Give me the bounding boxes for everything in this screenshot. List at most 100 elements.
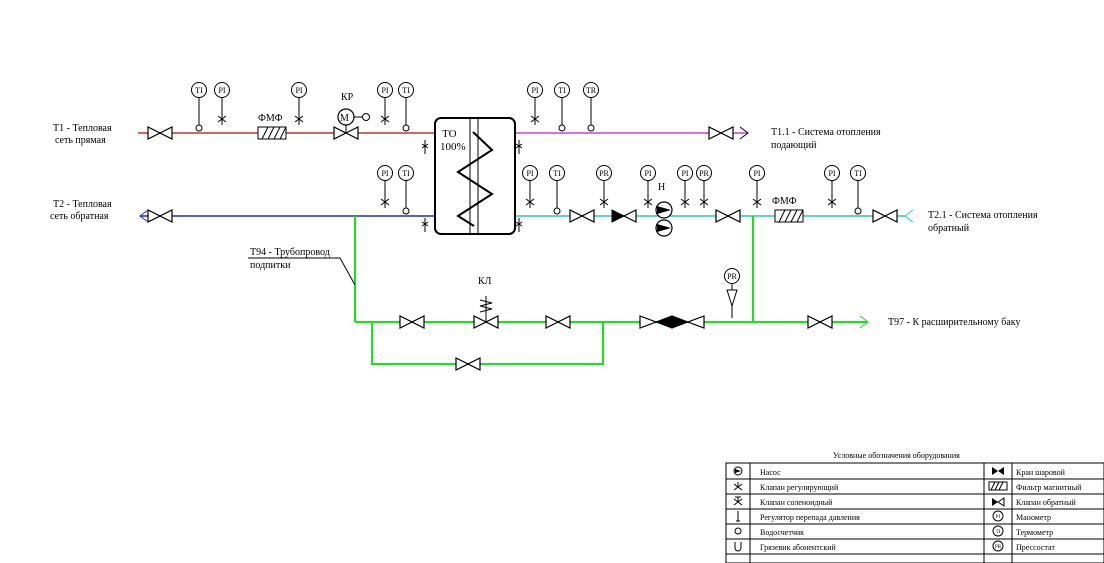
legend-right-4: Манометр [1016,513,1051,522]
ti-1: TI [191,82,207,132]
valve-return-2 [715,209,730,223]
svg-text:PR: PR [699,169,709,178]
instrument-stems [198,97,859,318]
magnetic-filter-icon [988,481,1008,491]
pi-6: PI [522,165,538,206]
magnetic-filters: ФМФ ФМФ [257,113,804,223]
t1-label: T1 - Тепловая [53,123,112,134]
flow-arrows [139,126,914,329]
pi-8: PI [677,165,693,206]
svg-text:PR: PR [599,169,609,178]
svg-text:PR: PR [995,545,1002,550]
legend-icons-right: PI TI PR [988,467,1008,552]
t94-label-2: подпитки [250,260,291,271]
control-valve: M КР [333,92,370,140]
pump-icon [733,466,743,476]
legend-left-3: Клапан соленоидный [760,498,833,507]
valve-t97 [807,315,822,329]
legend-right-3: Клапан обратный [1016,498,1076,507]
legend: Условные обозначения оборудования [725,451,1104,563]
manometer-icon: PI [992,510,1004,522]
valve-t11 [708,126,723,140]
svg-text:PI: PI [218,86,225,95]
regulator-icon [736,511,740,522]
ti-6: TI [850,165,866,215]
legend-title: Условные обозначения оборудования [833,451,960,460]
filter-t1-label: ФМФ [258,113,283,124]
svg-text:PI: PI [526,169,533,178]
valve-makeup-1 [399,315,414,329]
legend-left-4: Регулятор перепада давления [760,513,860,522]
legend-left-1: Насос [760,468,781,477]
t94-makeup-pipes [353,216,868,366]
ball-valves [147,126,898,371]
pi-5: PI [377,165,393,206]
drain-valves [421,140,523,232]
hx-capacity: 100% [440,141,466,153]
check-valve-icon [992,497,1005,507]
pi-2: PI [291,82,307,123]
ti-3: TI [554,82,570,132]
pipe-labels: T1 - Тепловая сеть прямая T2 - Тепловая … [50,123,1038,328]
hx-label: ТО [442,128,457,140]
svg-text:PI: PI [381,86,388,95]
svg-text:TI: TI [402,169,410,178]
strainer-icon [734,542,742,552]
pr-2: PR [696,165,712,206]
valve-makeup-3 [545,315,560,329]
pi-7: PI [640,165,656,206]
t11-label-2: подающий [771,140,817,151]
legend-right-6: Прессостат [1016,543,1055,552]
t21-label: T2.1 - Система отопления [928,210,1038,221]
svg-text:PR: PR [727,272,737,281]
svg-text:PI: PI [753,169,760,178]
instrument-symbols: TI PI PI PI TI PI TI TR PI TI PI TI PR P… [191,82,866,308]
svg-text:TI: TI [558,86,566,95]
svg-text:PI: PI [644,169,651,178]
t94-label: T94 - Трубопровод [250,247,330,258]
ti-4: TI [398,165,414,215]
pressostat-icon: PR [992,540,1004,552]
motor-label: M [340,113,349,124]
svg-text:PI: PI [381,169,388,178]
pr-1: PR [596,165,612,206]
legend-right-1: Кран шаровой [1016,468,1066,477]
solenoid-valve-icon [733,496,743,506]
svg-text:TR: TR [586,86,597,95]
pump-label: Н [658,182,665,193]
valve-t21 [872,209,887,223]
valve-t2 [147,209,162,223]
pr-3: PR [724,268,740,308]
t21-label-2: обратный [928,223,970,234]
pi-10: PI [824,165,840,206]
valve-return-1 [569,209,584,223]
thermometer-icon: TI [992,525,1004,537]
water-meter-icon [734,527,742,535]
svg-text:TI: TI [402,86,410,95]
check-valves [611,209,705,329]
svg-text:PI: PI [681,169,688,178]
valve-makeup-2 [473,315,488,329]
svg-text:TI: TI [195,86,203,95]
pi-4: PI [527,82,543,123]
ti-5: TI [549,165,565,215]
pumps: Н [655,182,673,237]
tr-1: TR [583,82,599,132]
safety-valve-label: КЛ [478,276,492,287]
t2-label-2: сеть обратная [50,211,109,222]
legend-right-2: Фильтр магнитный [1016,483,1082,492]
svg-text:PI: PI [531,86,538,95]
safety-valve: КЛ [478,276,493,322]
valve-bypass [455,357,470,371]
valve-t1 [147,126,162,140]
legend-left-6: Грязевик абонентский [760,543,837,552]
filter-t21-label: ФМФ [772,196,797,207]
svg-text:TI: TI [996,530,1001,535]
pi-3: PI [377,82,393,123]
heat-exchanger: ТО 100% [421,117,523,235]
t1-label-2: сеть прямая [55,135,106,146]
ti-2: TI [398,82,414,132]
pi-9: PI [749,165,765,206]
t97-label: T97 - К расширительному баку [888,317,1020,328]
control-valve-icon [733,482,743,491]
